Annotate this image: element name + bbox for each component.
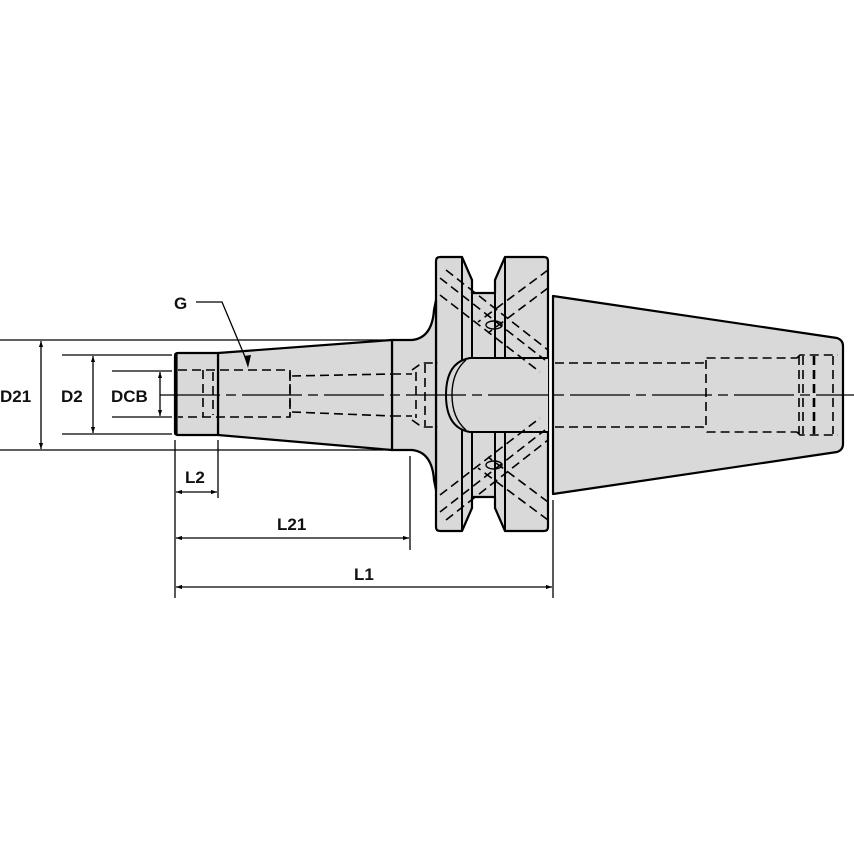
label-l1: L1	[354, 565, 374, 584]
flange	[434, 255, 550, 533]
nose-taper	[173, 338, 394, 452]
label-g: G	[174, 294, 187, 313]
label-d21: D21	[0, 387, 31, 406]
diameter-dimensions	[0, 339, 392, 451]
thread-leader	[196, 301, 251, 368]
label-l2: L2	[185, 468, 205, 487]
label-dcb: DCB	[111, 387, 148, 406]
length-dimensions	[174, 440, 554, 598]
label-l21: L21	[277, 515, 306, 534]
label-d2: D2	[61, 387, 83, 406]
